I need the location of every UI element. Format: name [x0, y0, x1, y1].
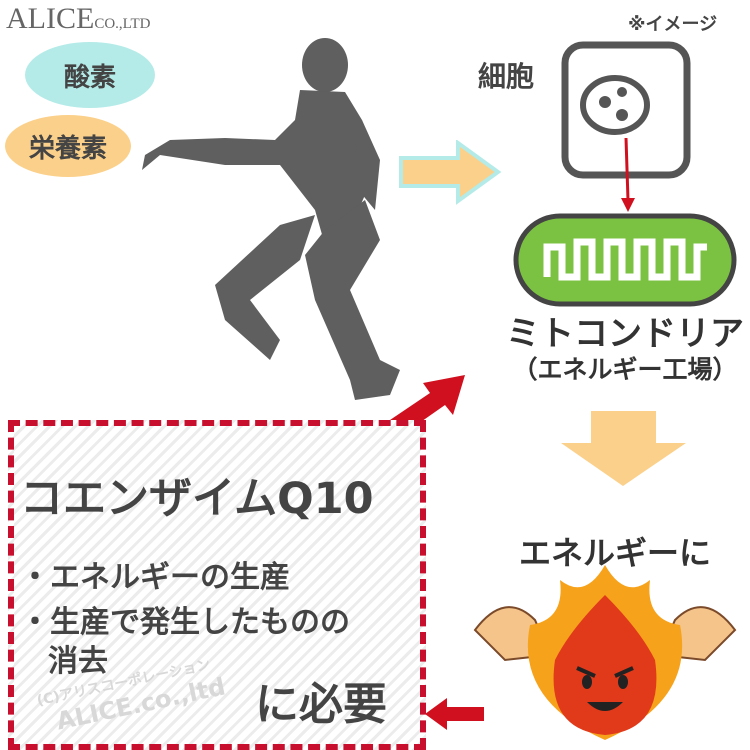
energy-label: エネルギーに	[518, 534, 711, 572]
logo-name: ALICE	[6, 2, 95, 35]
bullet-byproduct-removal: ・生産で発生したものの	[20, 605, 350, 640]
nutrients-bubble: 栄養素	[5, 115, 131, 177]
coq10-title: コエンザイムQ10	[20, 474, 374, 524]
nutrients-label: 栄養素	[28, 133, 107, 164]
runner-silhouette-icon	[142, 38, 400, 400]
logo-suffix: CO.,LTD	[94, 16, 151, 32]
right-arrow-icon	[399, 140, 502, 205]
diagonal-red-arrow-icon	[390, 375, 465, 433]
oxygen-label: 酸素	[63, 62, 116, 93]
company-logo: ALICECO.,LTD	[6, 2, 150, 36]
required-label: に必要	[255, 679, 387, 730]
energy-flame-character-icon	[473, 565, 737, 740]
mitochondria-label: ミトコンドリア	[506, 314, 744, 354]
bullet-energy-production: ・エネルギーの生産	[20, 560, 290, 595]
cell-icon	[561, 41, 691, 212]
mitochondria-sublabel: （エネルギー工場）	[512, 355, 738, 384]
left-red-arrow-icon	[425, 698, 484, 730]
image-note: ※イメージ	[628, 14, 718, 35]
coq10-info-box	[8, 420, 426, 750]
down-arrow-icon	[561, 411, 686, 486]
oxygen-bubble: 酸素	[25, 42, 155, 108]
bullet-byproduct-removal-cont: 消去	[48, 644, 108, 679]
mitochondria-icon	[513, 213, 737, 307]
cell-label: 細胞	[478, 60, 535, 93]
